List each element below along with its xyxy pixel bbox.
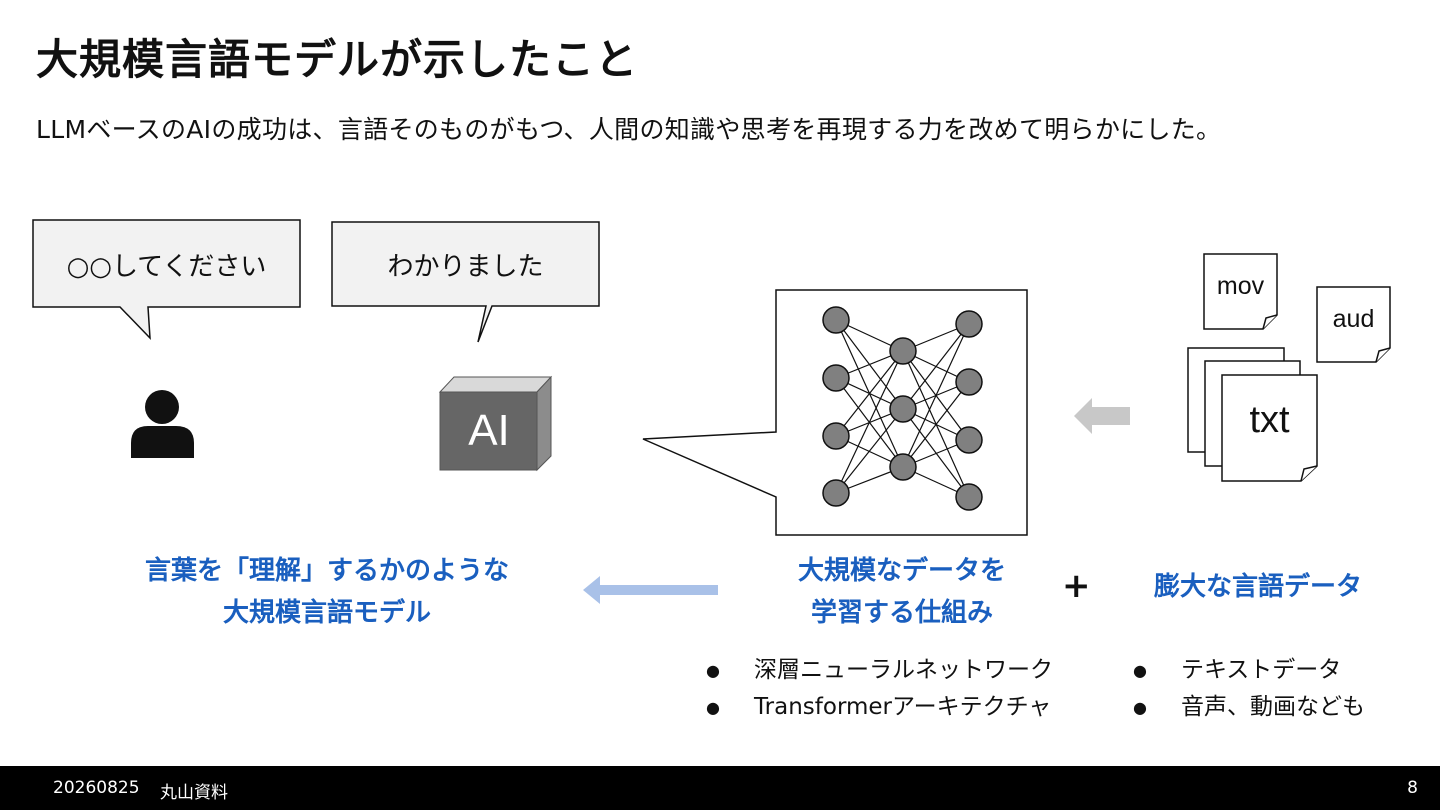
footer-author: 丸山資料	[160, 783, 228, 803]
neural-network-callout	[642, 289, 1028, 536]
data-to-learning-arrow	[1074, 398, 1130, 434]
list-item: テキストデータ	[1133, 652, 1365, 689]
learning-label-line1: 大規模なデータを	[797, 556, 1006, 586]
ai-speech-bubble	[331, 221, 600, 343]
list-item: 深層ニューラルネットワーク	[706, 652, 1053, 689]
txt-label: txt	[1249, 399, 1290, 441]
data-bullet-list: テキストデータ 音声、動画なども	[1133, 652, 1365, 726]
learning-bullet-list: 深層ニューラルネットワーク Transformerアーキテクチャ	[706, 652, 1053, 726]
ai-cube-icon	[438, 375, 553, 472]
aud-document-icon	[1316, 286, 1391, 363]
footer-date: 20260825	[53, 778, 140, 798]
user-request-text: ○○してください	[66, 252, 267, 282]
footer-bar: 20260825 丸山資料 8	[0, 766, 1440, 810]
page-number: 8	[1407, 778, 1418, 798]
txt-document-stack-icon	[1187, 347, 1318, 482]
ai-reply-text: わかりました	[387, 252, 544, 282]
learning-label-line2: 学習する仕組み	[810, 598, 993, 628]
mov-document-icon	[1203, 253, 1278, 330]
slide-title: 大規模言語モデルが示したこと	[36, 35, 639, 84]
neural-network-nodes	[822, 306, 983, 511]
slide-subtitle: LLMベースのAIの成功は、言語そのものがもつ、人間の知識や思考を再現する力を改…	[36, 115, 1222, 144]
aud-label: aud	[1332, 305, 1375, 333]
person-icon	[131, 390, 194, 458]
mov-label: mov	[1216, 272, 1265, 300]
list-item: Transformerアーキテクチャ	[706, 689, 1053, 726]
llm-label-line2: 大規模言語モデル	[222, 598, 431, 628]
user-speech-bubble	[32, 219, 301, 340]
ai-box-label: AI	[468, 406, 510, 455]
learning-label: 大規模なデータを 学習する仕組み	[762, 550, 1042, 634]
llm-label: 言葉を「理解」するかのような 大規模言語モデル	[112, 550, 542, 634]
llm-label-line1: 言葉を「理解」するかのような	[144, 556, 509, 586]
learning-to-llm-arrow	[583, 576, 718, 604]
plus-sign: +	[1062, 566, 1091, 606]
list-item: 音声、動画なども	[1133, 689, 1365, 726]
language-data-label: 膨大な言語データ	[1153, 572, 1362, 602]
diagram-canvas	[32, 219, 1391, 604]
